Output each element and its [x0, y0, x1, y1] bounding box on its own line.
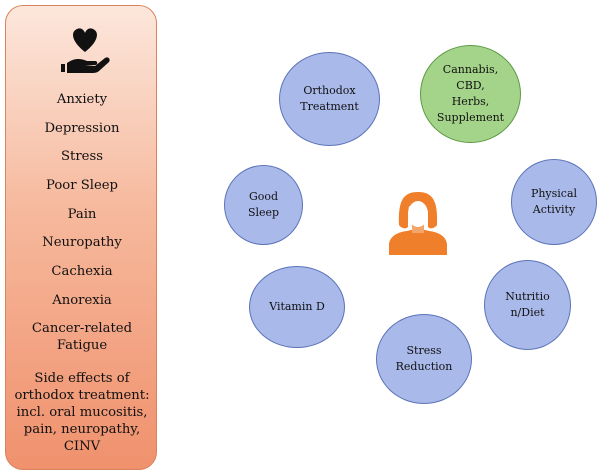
symptom-anxiety: Anxiety — [56, 92, 108, 107]
heart-in-hand-icon — [61, 28, 110, 73]
symptom-neuropathy: Neuropathy — [42, 235, 122, 250]
symptom-poor-sleep: Poor Sleep — [45, 178, 118, 193]
symptom-pain: Pain — [67, 207, 97, 222]
symptom-side-effects: Side effects of orthodox treatment: incl… — [14, 371, 150, 454]
node-physical-activity: Physical Activity — [511, 159, 597, 245]
symptom-panel: Anxiety Depression Stress Poor Sleep Pai… — [5, 5, 157, 470]
node-vitamin-d: Vitamin D — [249, 266, 345, 348]
symptom-anorexia: Anorexia — [52, 293, 112, 308]
node-nutrition-diet: Nutritio n/Diet — [484, 260, 571, 350]
symptom-stress: Stress — [61, 149, 103, 164]
symptom-cancer-related-fatigue: Cancer-related Fatigue — [31, 321, 133, 353]
woman-avatar-icon — [389, 192, 447, 255]
node-good-sleep: Good Sleep — [224, 165, 303, 245]
node-stress-reduction: Stress Reduction — [376, 314, 472, 404]
node-orthodox-treatment: Orthodox Treatment — [279, 52, 380, 146]
node-cannabis-cbd-herbs-supplement: Cannabis, CBD, Herbs, Supplement — [420, 45, 521, 143]
symptom-depression: Depression — [44, 121, 120, 136]
symptom-cachexia: Cachexia — [51, 264, 113, 279]
